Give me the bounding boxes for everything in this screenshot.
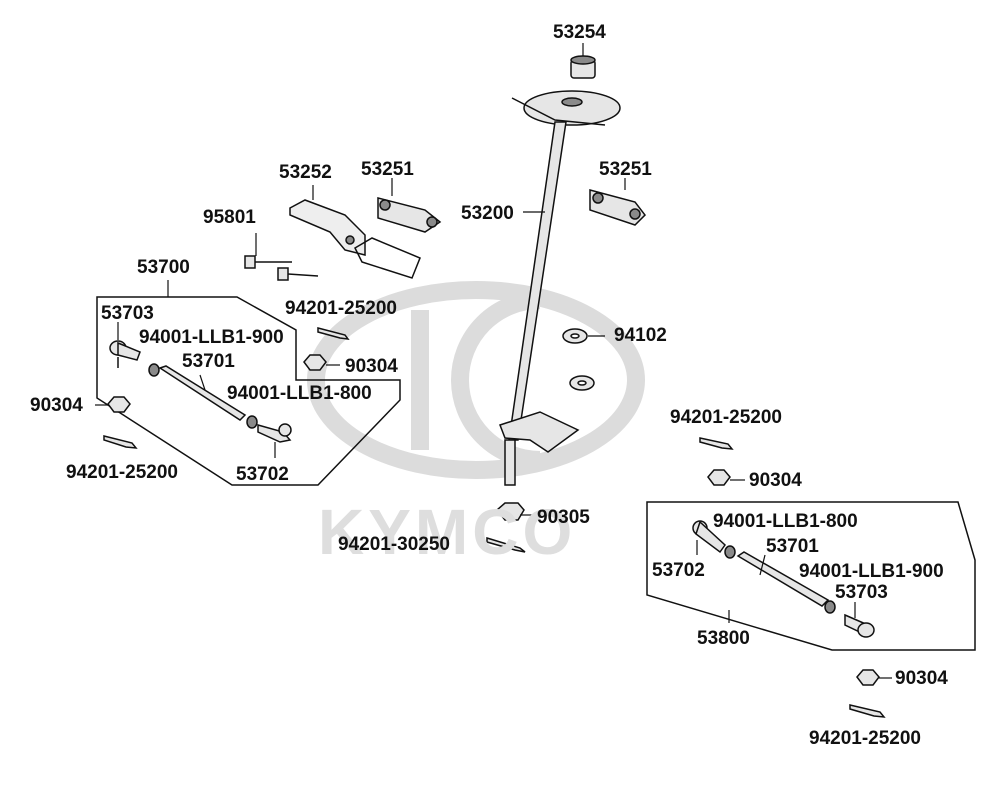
pin-94201-25200-d — [849, 704, 886, 718]
label-94001-llb1-900-left: 94001-LLB1-900 — [139, 327, 284, 348]
pin-94201-25200-a — [317, 327, 350, 340]
clamp-53251-left — [377, 197, 442, 233]
nut-90304-b — [107, 396, 131, 413]
nut-90305 — [495, 502, 525, 521]
clamp-53251-right — [589, 189, 646, 226]
label-53703-right: 53703 — [835, 582, 888, 603]
label-53702-left: 53702 — [236, 464, 289, 485]
bracket-53252 — [289, 199, 421, 279]
bushing-53254 — [570, 55, 596, 79]
label-53251-left: 53251 — [361, 159, 414, 180]
label-90304-b: 90304 — [30, 395, 83, 416]
tie-rod-right — [692, 520, 875, 638]
nut-90304-a — [303, 354, 327, 371]
label-90305: 90305 — [537, 507, 590, 528]
label-95801: 95801 — [203, 207, 256, 228]
label-53252: 53252 — [279, 162, 332, 183]
label-94001-llb1-800-right: 94001-LLB1-800 — [713, 511, 858, 532]
label-94001-llb1-800-left: 94001-LLB1-800 — [227, 383, 372, 404]
pin-94201-30250 — [486, 536, 526, 553]
pin-94201-25200-b — [103, 435, 138, 449]
leader-53701-left — [199, 374, 206, 391]
group-53800-outline — [646, 501, 976, 651]
label-94001-llb1-900-right: 94001-LLB1-900 — [799, 561, 944, 582]
nut-90304-c — [707, 469, 731, 486]
pin-94201-25200-c — [699, 437, 734, 450]
bolts-95801 — [244, 255, 319, 281]
nut-90304-d — [856, 669, 880, 686]
steering-shaft — [499, 90, 621, 486]
label-53703-left: 53703 — [101, 303, 154, 324]
label-94201-25200-a: 94201-25200 — [285, 298, 397, 319]
label-94102: 94102 — [614, 325, 667, 346]
label-94201-25200-c: 94201-25200 — [670, 407, 782, 428]
tie-rod-left — [109, 340, 292, 443]
label-94201-30250: 94201-30250 — [338, 534, 450, 555]
label-53700: 53700 — [137, 257, 190, 278]
leader-53701-right — [759, 554, 766, 576]
label-94201-25200-d: 94201-25200 — [809, 728, 921, 749]
label-94201-25200-b: 94201-25200 — [66, 462, 178, 483]
label-90304-a: 90304 — [345, 356, 398, 377]
label-90304-c: 90304 — [749, 470, 802, 491]
label-53200: 53200 — [461, 203, 514, 224]
label-90304-d: 90304 — [895, 668, 948, 689]
label-53251-right: 53251 — [599, 159, 652, 180]
label-53701-right: 53701 — [766, 536, 819, 557]
watermark-text: KYMCO — [318, 496, 577, 568]
label-53800: 53800 — [697, 628, 750, 649]
group-53700-outline — [96, 296, 401, 486]
washers-94102 — [562, 328, 595, 391]
label-53701-left: 53701 — [182, 351, 235, 372]
label-53254: 53254 — [553, 22, 606, 43]
label-53702-right: 53702 — [652, 560, 705, 581]
